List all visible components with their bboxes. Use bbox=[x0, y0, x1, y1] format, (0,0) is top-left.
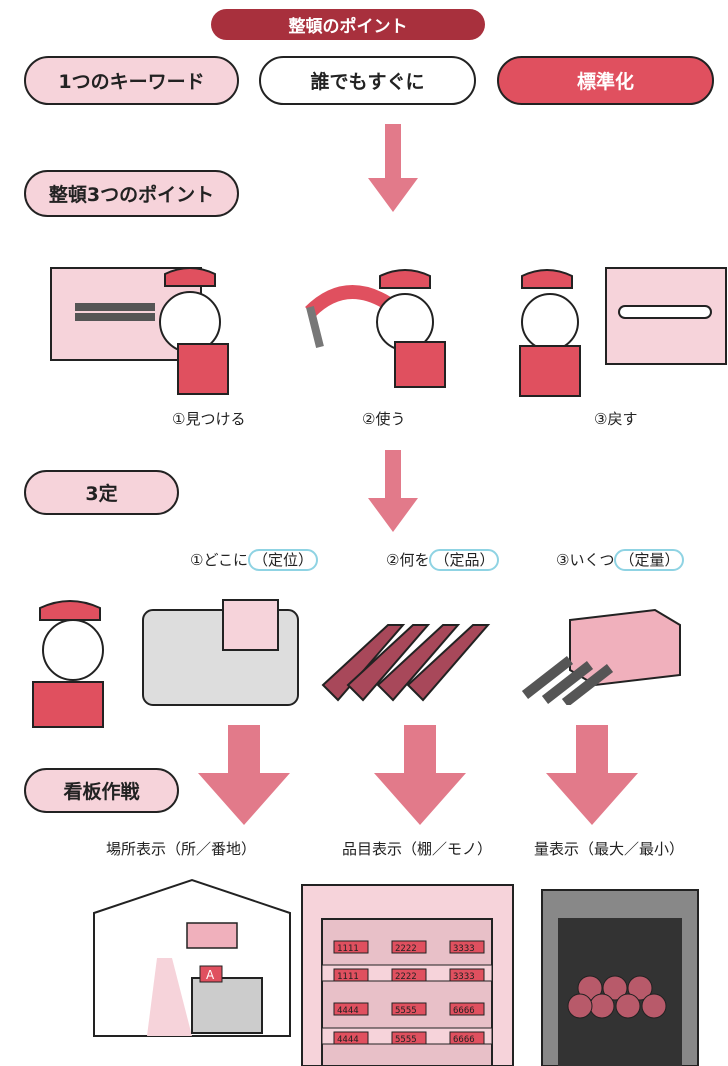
fixed-location-term: （定位） bbox=[248, 549, 319, 571]
shelf-tag bbox=[449, 968, 485, 982]
fixed-item-term: （定品） bbox=[429, 549, 500, 571]
use-tool-illustration bbox=[305, 269, 446, 388]
shelf-tag-label: 1111 bbox=[337, 972, 359, 982]
fixed-quantity: ③いくつ（定量） bbox=[556, 549, 685, 571]
box-bolts-illustration bbox=[521, 608, 681, 705]
arrow-down-icon bbox=[368, 450, 418, 532]
shelf-tag bbox=[449, 1002, 485, 1016]
shelf-tag-label: 2222 bbox=[395, 972, 417, 982]
shelf-tag-label: 1111 bbox=[337, 944, 359, 954]
keyword-phrase: 誰でもすぐに bbox=[259, 56, 476, 105]
shelf-tag bbox=[449, 940, 485, 954]
three-fixed-label: 3定 bbox=[24, 470, 179, 515]
shelf-tag bbox=[333, 940, 369, 954]
shelf-tag-label: 5555 bbox=[395, 1006, 417, 1016]
shelf-tag-label: 4444 bbox=[337, 1006, 359, 1016]
step-return: ③戻す bbox=[594, 410, 638, 428]
page-title: 整頓のポイント bbox=[211, 9, 485, 40]
keyword-label: 1つのキーワード bbox=[24, 56, 239, 105]
arrow-down-icon bbox=[368, 124, 418, 212]
fixed-location: ①どこに（定位） bbox=[190, 549, 319, 571]
three-points-label: 整頓3つのポイント bbox=[24, 170, 239, 217]
shelf-tag bbox=[333, 1031, 369, 1045]
fixed-item-prefix: ②何を bbox=[386, 551, 430, 569]
shelf-tag bbox=[449, 1031, 485, 1045]
shelf-tag-label: 4444 bbox=[337, 1035, 359, 1045]
arrow-down-icon bbox=[198, 725, 290, 825]
shelf-tag-label: 3333 bbox=[453, 944, 475, 954]
shelf-tag bbox=[391, 940, 427, 954]
shelf-tag bbox=[333, 968, 369, 982]
keyword-standardization: 標準化 bbox=[497, 56, 714, 105]
fixed-quantity-term: （定量） bbox=[614, 549, 685, 571]
shelf-tag-label: 3333 bbox=[453, 972, 475, 982]
fixed-quantity-prefix: ③いくつ bbox=[556, 551, 615, 569]
item-display: 品目表示（棚／モノ） bbox=[342, 840, 493, 858]
shelf-tag-label: 6666 bbox=[453, 1035, 475, 1045]
shelf-illustration: 1111 1111 2222 2222 3333 3333 4444 4444 5555 5555… bbox=[301, 884, 514, 1066]
location-sign: A bbox=[206, 968, 215, 982]
shelf-tag bbox=[391, 1002, 427, 1016]
arrow-down-icon bbox=[546, 725, 638, 825]
arrow-down-icon bbox=[374, 725, 466, 825]
shelf-tag-label: 6666 bbox=[453, 1006, 475, 1016]
shelf-tag bbox=[391, 1031, 427, 1045]
location-display: 場所表示（所／番地） bbox=[106, 840, 257, 858]
rack-illustration bbox=[541, 889, 699, 1066]
shelf-tag bbox=[333, 1002, 369, 1016]
material-bars-illustration bbox=[321, 624, 491, 702]
step-find: ①見つける bbox=[172, 410, 246, 428]
fixed-location-prefix: ①どこに bbox=[190, 551, 248, 569]
quantity-display: 量表示（最大／最小） bbox=[534, 840, 685, 858]
return-tool-illustration bbox=[519, 267, 727, 397]
fixed-item: ②何を（定品） bbox=[386, 549, 500, 571]
shelf-tag bbox=[391, 968, 427, 982]
signboard-label: 看板作戦 bbox=[24, 768, 179, 813]
shelf-tag-label: 5555 bbox=[395, 1035, 417, 1045]
worker-machine-illustration bbox=[32, 599, 299, 728]
warehouse-illustration: A bbox=[93, 878, 291, 1037]
find-tool-illustration bbox=[50, 267, 229, 395]
shelf-tag-label: 2222 bbox=[395, 944, 417, 954]
step-use: ②使う bbox=[362, 410, 406, 428]
